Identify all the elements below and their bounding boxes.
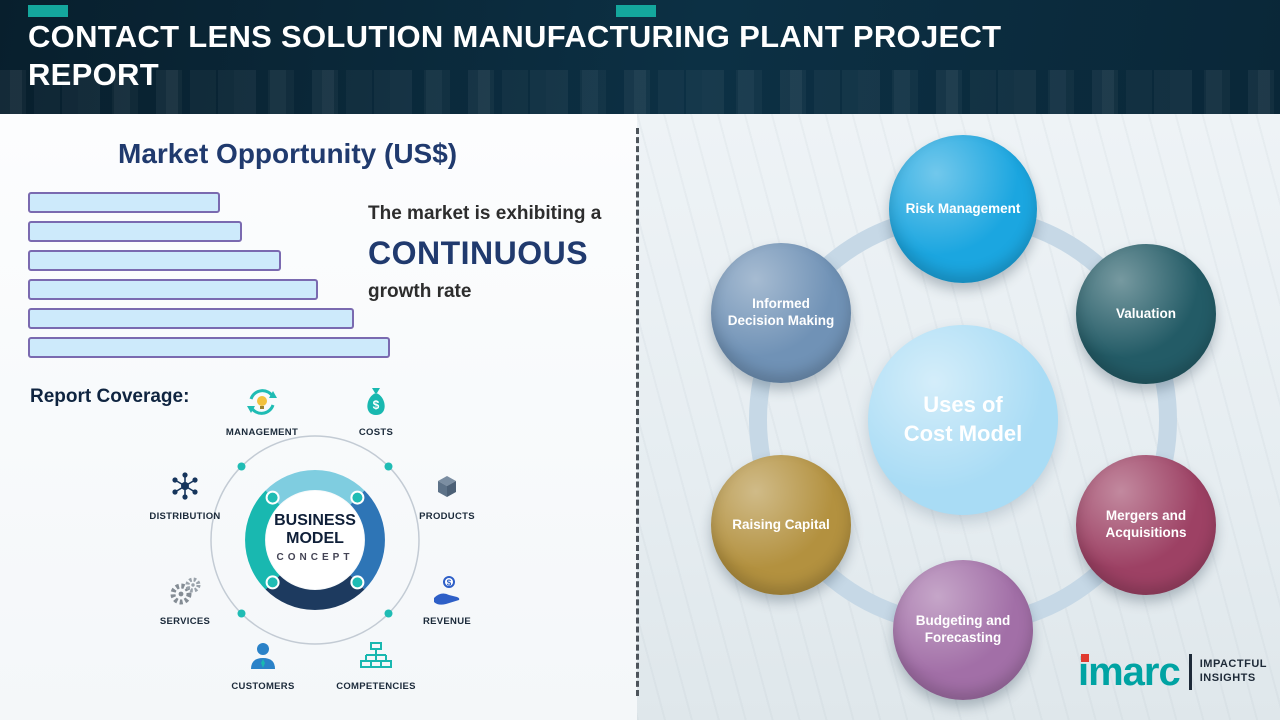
growth-text-block: The market is exhibiting a CONTINUOUS gr… (368, 203, 630, 303)
header-accent-mid (616, 5, 656, 17)
coverage-item-services: SERVICES (139, 573, 231, 627)
report-coverage-label: Report Coverage: (30, 386, 190, 407)
market-bar (28, 308, 354, 329)
market-bar (28, 279, 318, 300)
market-bar (28, 192, 220, 213)
left-panel-background (0, 114, 637, 720)
cost-model-center-line2: Cost Model (903, 421, 1023, 446)
node-raising-capital: Raising Capital (711, 455, 851, 595)
coverage-item-products: PRODUCTS (401, 468, 493, 522)
business-model-line1: BUSINESS (274, 512, 356, 529)
page-title: CONTACT LENS SOLUTION MANUFACTURING PLAN… (28, 19, 1002, 92)
dashed-divider (636, 128, 639, 696)
business-model-ring (210, 435, 420, 645)
svg-text:$: $ (447, 579, 452, 588)
node-informed-decision-making: Informed Decision Making (711, 243, 851, 383)
recycle-bulb-icon (244, 384, 280, 420)
market-bar (28, 337, 390, 358)
header: CONTACT LENS SOLUTION MANUFACTURING PLAN… (0, 0, 1280, 114)
growth-line2: growth rate (368, 281, 472, 302)
node-valuation: Valuation (1076, 244, 1216, 384)
logo-tagline: IMPACTFUL INSIGHTS (1199, 658, 1267, 684)
market-bar (28, 221, 242, 242)
coverage-item-costs: $ COSTS (330, 384, 422, 438)
gears-icon (167, 573, 203, 609)
box-icon (429, 468, 465, 504)
city-skyline (0, 70, 1280, 114)
node-risk-management: Risk Management (889, 135, 1037, 283)
money-bag-icon: $ (358, 384, 394, 420)
hand-coin-icon: $ (429, 573, 465, 609)
market-opportunity-title: Market Opportunity (US$) (118, 138, 458, 169)
person-icon (245, 638, 281, 674)
network-icon (167, 468, 203, 504)
business-model-line3: CONCEPT (276, 551, 354, 563)
market-bar (28, 250, 281, 271)
cost-model-center-line1: Uses of (923, 392, 1003, 418)
imarc-logo-dot (1081, 654, 1089, 662)
node-budgeting-forecasting: Budgeting and Forecasting (893, 560, 1033, 700)
coverage-item-management: MANAGEMENT (216, 384, 308, 438)
svg-text:$: $ (373, 398, 380, 412)
coverage-item-competencies: COMPETENCIES (330, 638, 422, 692)
imarc-logo: imarc IMPACTFUL INSIGHTS (1078, 652, 1267, 692)
node-mergers-acquisitions: Mergers and Acquisitions (1076, 455, 1216, 595)
business-model-center-label: BUSINESS MODEL CONCEPT (245, 512, 385, 563)
growth-highlight: CONTINUOUS (368, 235, 589, 271)
business-model-line2: MODEL (286, 530, 344, 548)
coverage-item-revenue: $ REVENUE (401, 573, 493, 627)
market-bars (28, 192, 394, 366)
imarc-wordmark: imarc (1078, 650, 1181, 694)
growth-line1: The market is exhibiting a (368, 203, 602, 224)
logo-divider (1188, 654, 1192, 690)
cost-model-center: Uses of Cost Model (868, 325, 1058, 515)
coverage-item-customers: CUSTOMERS (217, 638, 309, 692)
header-accent-left (28, 5, 68, 17)
org-chart-icon (358, 638, 394, 674)
coverage-item-distribution: DISTRIBUTION (139, 468, 231, 522)
